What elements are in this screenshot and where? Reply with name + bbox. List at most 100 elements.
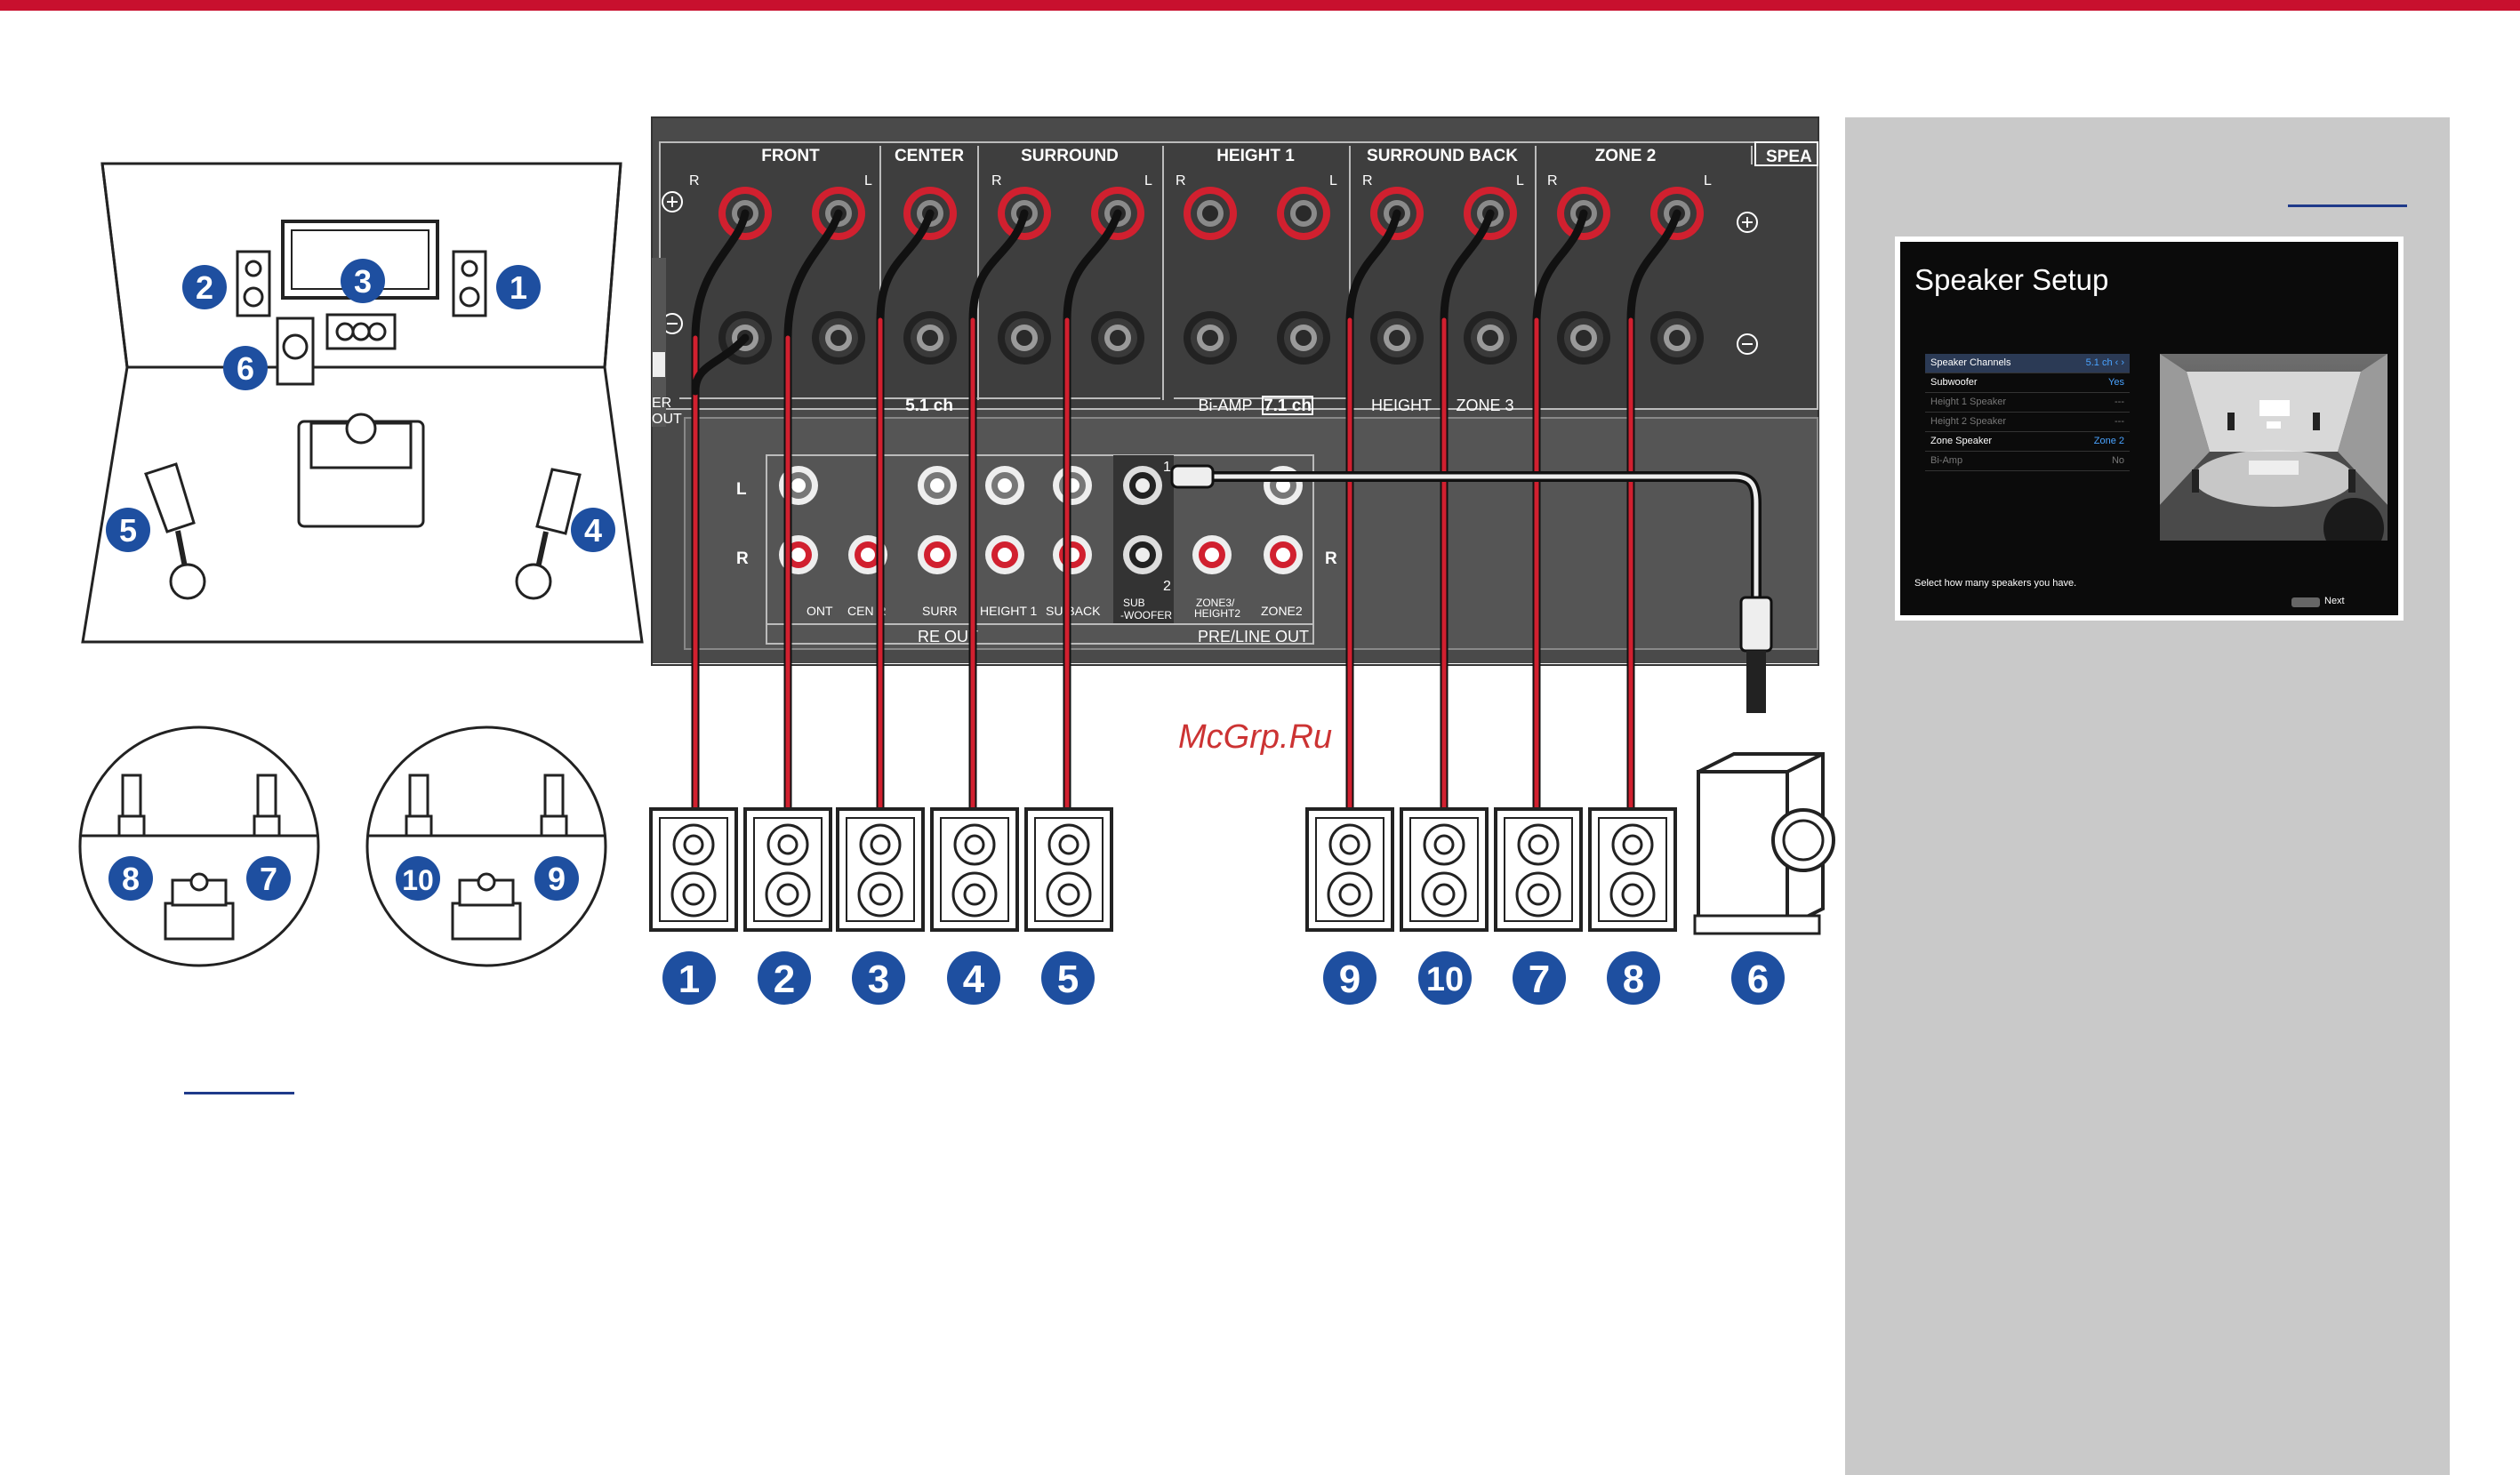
room-front-left-speaker xyxy=(236,250,271,317)
preout-height1-label: HEIGHT 1 xyxy=(980,604,1038,618)
inset-badge-8: 8 xyxy=(108,856,153,901)
subwoofer-box xyxy=(1693,752,1835,935)
room-badge-4: 4 xyxy=(571,508,615,552)
speaker-badges: 1 2 3 4 5 9 10 7 8 6 xyxy=(662,951,1785,1005)
label-out: OUT xyxy=(652,412,682,427)
room-surround-left-speaker xyxy=(144,462,206,600)
preout-front-label: ONT xyxy=(807,604,833,618)
sidebar-link[interactable] xyxy=(2288,204,2407,207)
preout-zone3-label: ZONE3/ xyxy=(1196,597,1235,609)
pole-r: R xyxy=(1547,173,1558,188)
pole-l: L xyxy=(1144,173,1152,188)
speaker-badge-9: 9 xyxy=(1323,951,1376,1005)
page-link[interactable] xyxy=(184,1092,294,1094)
room-badge-3: 3 xyxy=(341,259,385,303)
room-front-right-speaker xyxy=(452,250,487,317)
preout-r: R xyxy=(736,549,749,568)
speaker-badge-1: 1 xyxy=(662,951,716,1005)
osd-title: Speaker Setup xyxy=(1914,263,2109,296)
svg-text:3: 3 xyxy=(868,958,889,1001)
svg-text:8: 8 xyxy=(122,861,140,897)
svg-text:7: 7 xyxy=(260,861,277,897)
speaker-wires xyxy=(691,209,1773,814)
svg-text:9: 9 xyxy=(548,861,566,897)
label-7-1ch: 7.1 ch xyxy=(1264,397,1312,415)
label-height1: HEIGHT 1 xyxy=(1216,147,1295,165)
osd-hint: Select how many speakers you have. xyxy=(1914,578,2077,589)
speaker-badge-2: 2 xyxy=(758,951,811,1005)
room-badge-6: 6 xyxy=(223,346,268,390)
preout-height2-label: HEIGHT2 xyxy=(1194,607,1240,620)
pre-line-out-label: PRE/LINE OUT xyxy=(1198,628,1309,645)
osd-row-height2[interactable]: Height 2 Speaker--- xyxy=(1925,413,2130,432)
pole-l: L xyxy=(1329,173,1337,188)
osd-room-preview xyxy=(2160,354,2388,541)
label-center: CENTER xyxy=(895,147,964,165)
room-badge-2: 2 xyxy=(182,265,227,309)
speaker-badge-3: 3 xyxy=(852,951,905,1005)
preout-l: L xyxy=(736,480,747,499)
speaker-row xyxy=(649,752,1835,935)
svg-text:6: 6 xyxy=(237,350,254,387)
svg-text:6: 6 xyxy=(1747,958,1769,1001)
label-zone3: ZONE 3 xyxy=(1456,397,1513,414)
preout-r2: R xyxy=(1325,549,1337,568)
inset-badge-10: 10 xyxy=(396,856,440,901)
pole-r: R xyxy=(689,173,700,188)
preout-sub-label: SUB xyxy=(1123,597,1145,609)
speaker-badge-7: 7 xyxy=(1513,951,1566,1005)
svg-text:3: 3 xyxy=(354,263,372,300)
svg-text:8: 8 xyxy=(1623,958,1644,1001)
receiver-rear-panel: FRONT CENTER SURROUND HEIGHT 1 SURROUND … xyxy=(651,116,1819,666)
svg-text:4: 4 xyxy=(963,958,985,1001)
top-accent-bar xyxy=(0,0,2520,11)
pole-r: R xyxy=(1362,173,1373,188)
svg-text:5: 5 xyxy=(1057,958,1079,1001)
label-surround: SURROUND xyxy=(1021,147,1119,165)
preout-surr-label: SURR xyxy=(922,604,958,618)
label-er: ER xyxy=(652,396,671,411)
room-badge-5: 5 xyxy=(106,508,150,552)
speaker-badge-4: 4 xyxy=(947,951,1000,1005)
speaker-badge-5: 5 xyxy=(1041,951,1095,1005)
label-front: FRONT xyxy=(761,147,820,165)
label-biamp: Bi-AMP xyxy=(1198,397,1252,414)
svg-text:4: 4 xyxy=(584,512,602,549)
inset-height: 10 9 xyxy=(365,725,607,967)
preout-woofer-label: -WOOFER xyxy=(1120,609,1172,621)
svg-text:10: 10 xyxy=(402,864,434,896)
svg-text:7: 7 xyxy=(1529,958,1550,1001)
pre-out-label: RE OUT xyxy=(918,628,978,645)
label-surround-back: SURROUND BACK xyxy=(1367,147,1518,165)
svg-text:1: 1 xyxy=(678,958,700,1001)
pole-r: R xyxy=(1176,173,1186,188)
room-illustration: 1 2 3 4 5 6 xyxy=(81,162,644,644)
speaker-badge-8: 8 xyxy=(1607,951,1660,1005)
svg-text:10: 10 xyxy=(1426,961,1464,998)
sub-num-1: 1 xyxy=(1163,460,1171,475)
inset-surround-back: 8 7 xyxy=(78,725,320,967)
room-subwoofer xyxy=(276,317,315,386)
sub-num-2: 2 xyxy=(1163,579,1171,594)
osd-row-height1[interactable]: Height 1 Speaker--- xyxy=(1925,393,2130,413)
osd-next-button[interactable]: Next xyxy=(2324,596,2345,606)
label-speakers: SPEA xyxy=(1766,148,1812,166)
room-badge-1: 1 xyxy=(496,265,541,309)
osd-next-key xyxy=(2291,597,2320,607)
speaker-badge-10: 10 xyxy=(1418,951,1472,1005)
svg-text:9: 9 xyxy=(1339,958,1360,1001)
room-surround-right-speaker xyxy=(515,468,582,600)
room-sofa xyxy=(297,413,425,528)
pole-r: R xyxy=(991,173,1002,188)
label-5-1ch: 5.1 ch xyxy=(905,397,953,415)
svg-text:2: 2 xyxy=(774,958,795,1001)
inset-badge-9: 9 xyxy=(534,856,579,901)
room-center-speaker xyxy=(325,313,397,350)
